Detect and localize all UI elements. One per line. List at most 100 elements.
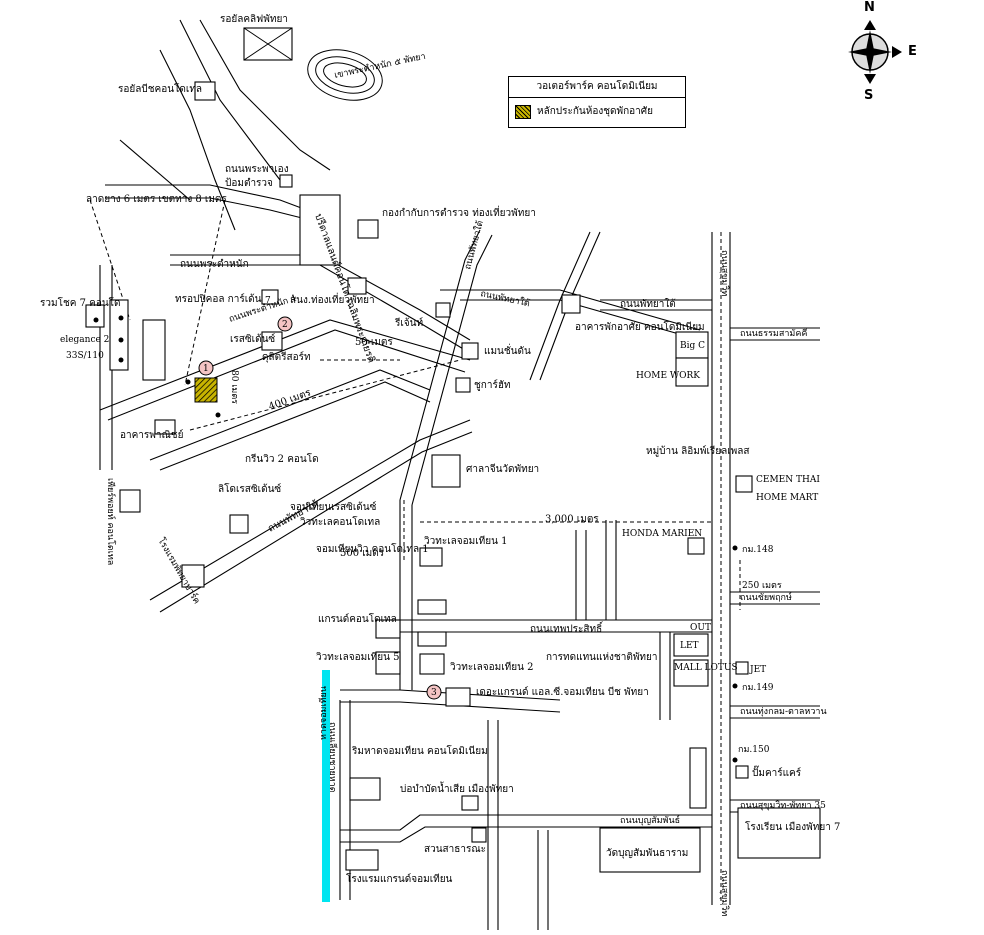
label-pattaya-tai: ถนนพัทยาใต้	[462, 219, 486, 270]
legend-item: หลักประกันห้องชุดพักอาศัย	[509, 98, 685, 125]
police-box-building	[279, 174, 293, 188]
mansion-building	[461, 342, 479, 360]
label-km150: กม.150	[738, 745, 770, 755]
jet-building	[735, 661, 749, 675]
steps-b	[417, 631, 447, 647]
reefside-building	[435, 302, 451, 318]
wat-building	[599, 827, 701, 873]
label-grand-hotel: โรงแรมแกรนด์จอมเทียน	[346, 872, 453, 885]
badge-1	[198, 360, 214, 376]
steps-a	[417, 599, 447, 615]
badge-3-label: 3	[431, 688, 437, 698]
legend-title: วอเตอร์พาร์ค คอนโดมิเนียม	[509, 77, 685, 98]
hill-contour	[307, 49, 383, 101]
label-road-width: ลาดยาง 6 เมตร เขตทาง 8 เมตร	[86, 194, 227, 205]
view1-building	[419, 547, 443, 567]
compass-s: S	[864, 88, 874, 103]
tourist-police-building	[357, 219, 379, 239]
public-park-building	[471, 827, 487, 843]
water-park-building	[461, 795, 479, 811]
elegance-building	[142, 319, 166, 381]
label-km149: กม.149	[742, 683, 774, 693]
label-green: กรีนวิว 2 คอนโด	[245, 452, 319, 465]
label-400m: 400 เมตร	[267, 387, 313, 413]
pattaya-park-building	[181, 564, 205, 588]
label-mall-lotus: MALL LOTUS	[674, 663, 738, 673]
label-royal-beach: รอยัลบีชคอนโดเทล	[118, 82, 202, 95]
label-grand-lc: เดอะแกรนด์ แอล.ซี.จอมเทียน บีช พัทยา	[476, 686, 649, 698]
label-3000m: 3,000 เมตร	[545, 514, 599, 525]
view5-building	[375, 651, 401, 675]
subject-property	[194, 377, 218, 403]
badge-3	[426, 684, 442, 700]
label-public-park: สวนสาธารณะ	[424, 844, 486, 855]
map-labels: รอยัลคลิฟพัทยา รอยัลบีชคอนโดเทล เขาพระตำ…	[40, 14, 840, 916]
label-250m: 250 เมตร	[742, 581, 782, 591]
royal-beach-building	[194, 81, 216, 101]
label-335: 33S/110	[66, 351, 104, 361]
label-sukhumvit: ถนนสุขุมวิท	[719, 250, 730, 296]
label-hill: เขาพระตำหนัก ๕ พัทยา	[333, 51, 426, 81]
compass-rose: N E S	[840, 0, 920, 110]
label-police-box: ป้อมตำรวจ	[225, 177, 273, 189]
label-view-talay: จอมเทียนเรสซิเด้นซ์	[290, 501, 377, 513]
label-80m: 80 เมตร	[229, 370, 239, 404]
badge-1-label: 1	[203, 364, 209, 374]
honda-building	[687, 537, 705, 555]
label-third-road: ถนนพัทยาใต้	[479, 288, 531, 309]
cemen-building	[735, 475, 753, 493]
label-rise: เรสซิเด้นซ์	[230, 333, 275, 345]
lido-building	[229, 514, 249, 534]
label-lido: ลิโดเรสซิเด้นซ์	[218, 482, 281, 495]
label-sugar-hut: ชูการ์ฮัท	[474, 379, 511, 391]
pump-building	[735, 765, 749, 779]
label-grand-condo: แกรนด์คอนโดเทล	[318, 612, 397, 625]
home-work-building	[675, 357, 709, 387]
view2-building	[419, 653, 445, 675]
label-r-soi: ถนนบุญสัมพันธ์	[620, 814, 680, 826]
label-rosa: รอยัลคลิฟพัทยา	[220, 14, 288, 25]
legend-swatch	[515, 104, 531, 119]
label-talay-chang: ศาลาจีนวัดพัทยา	[466, 463, 539, 475]
let-building	[673, 633, 709, 657]
label-jomtien-condo1: จอมเทียนวิว คอนโดเทล 1	[316, 542, 429, 555]
label-apartment: อาคารพักอาศัย คอนโดมิเนียม	[575, 320, 705, 333]
left-building-a	[154, 419, 176, 435]
label-out: OUT	[690, 623, 711, 633]
label-pump: ปั๊มคาร์แคร์	[752, 765, 802, 779]
label-seven: 7	[265, 296, 271, 306]
label-let: LET	[680, 641, 699, 651]
label-hotel: ดุสิตรีสอร์ท	[262, 351, 311, 363]
buildings	[85, 27, 821, 873]
label-tourism-office: สนง.ท่องเที่ยวพัทยา	[290, 292, 375, 306]
label-tourist-police: กองกำกับการตำรวจ ท่องเที่ยวพัทยา	[382, 205, 536, 219]
hotel-building	[261, 331, 283, 351]
label-tat: การทดแทนแห่งชาติพัทยา	[546, 652, 657, 663]
label-mansion: แมนชั่นดัน	[484, 343, 531, 357]
label-elegance: elegance 2	[60, 335, 109, 345]
badge-2-label: 2	[282, 320, 288, 330]
tourism-office-building	[347, 277, 367, 295]
school-building	[737, 807, 821, 859]
label-home-work: HOME WORK	[636, 371, 700, 381]
grand-condo-building	[375, 619, 401, 639]
label-home-mart: HOME MART	[756, 493, 818, 503]
label-r-chai: ถนนชัยพฤกษ์	[740, 591, 792, 603]
seaside-condo-building	[349, 777, 381, 801]
label-wat: วัดบุญสัมพันธาราม	[606, 848, 688, 859]
grand-lc-building	[445, 687, 471, 707]
label-beach-road: ถนนเลียบชายหาด	[327, 722, 338, 793]
label-cemen: CEMEN THAI	[756, 475, 820, 485]
label-trop: ทรอปปิคอล การ์เด้น	[175, 293, 262, 305]
label-view5: วิวทะเลจอมเทียน 5	[316, 651, 400, 663]
sugar-hut-building	[455, 377, 471, 393]
badge-2	[277, 316, 293, 332]
label-reefside: รีเจ้นท์	[394, 317, 423, 329]
label-r-sui: ถนนธรรมสามัคคี	[740, 328, 807, 339]
mall-lotus-building	[673, 659, 709, 687]
pier-building	[119, 489, 141, 513]
compass-n: N	[864, 0, 875, 15]
tall-building	[689, 747, 707, 809]
sea-strip	[322, 670, 330, 902]
